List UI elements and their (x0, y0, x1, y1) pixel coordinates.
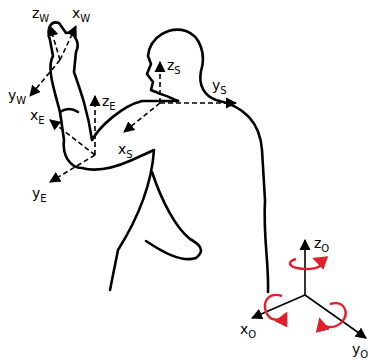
axis-subscript: E (109, 101, 115, 112)
rotation-arrows (265, 259, 346, 327)
axis-label: yW (8, 88, 26, 102)
axis-label: zS (167, 58, 181, 72)
axis-label: zW (32, 6, 49, 20)
wrist-frame (30, 26, 76, 96)
axis-subscript: O (360, 349, 368, 360)
reference-frame (252, 240, 366, 338)
axis-subscript: O (248, 329, 256, 340)
axis-letter: y (212, 77, 220, 93)
axis-subscript: S (174, 65, 180, 76)
axis-label: xO (240, 322, 256, 336)
axis-letter: y (352, 341, 360, 357)
axis-subscript: S (220, 85, 226, 96)
axis-letter: y (32, 185, 40, 201)
axis-subscript: W (39, 13, 49, 24)
axis-label: yE (32, 186, 47, 200)
axis-label: xW (72, 6, 90, 20)
axis-subscript: O (321, 243, 329, 254)
axis-letter: z (167, 57, 174, 73)
axis-subscript: S (126, 149, 132, 160)
axis-label: xE (30, 108, 45, 122)
axis-label: zE (102, 94, 116, 108)
axis-label: yS (212, 78, 227, 92)
axis-label: yO (352, 342, 368, 356)
axis-letter: y (8, 87, 16, 103)
axis-subscript: W (80, 13, 90, 24)
axis-letter: z (102, 93, 109, 109)
axis-letter: x (30, 107, 38, 123)
axis-subscript: E (38, 115, 44, 126)
axis-letter: x (240, 321, 248, 337)
elbow-frame (50, 96, 95, 182)
shoulder-frame (124, 62, 236, 132)
axis-label: xS (118, 142, 133, 156)
body-outline (49, 22, 269, 292)
axis-letter: z (32, 5, 39, 21)
axis-subscript: E (40, 193, 46, 204)
axis-label: zO (314, 236, 329, 250)
axis-letter: z (314, 235, 321, 251)
axis-subscript: W (16, 95, 26, 106)
axis-letter: x (72, 5, 80, 21)
axis-letter: x (118, 141, 126, 157)
